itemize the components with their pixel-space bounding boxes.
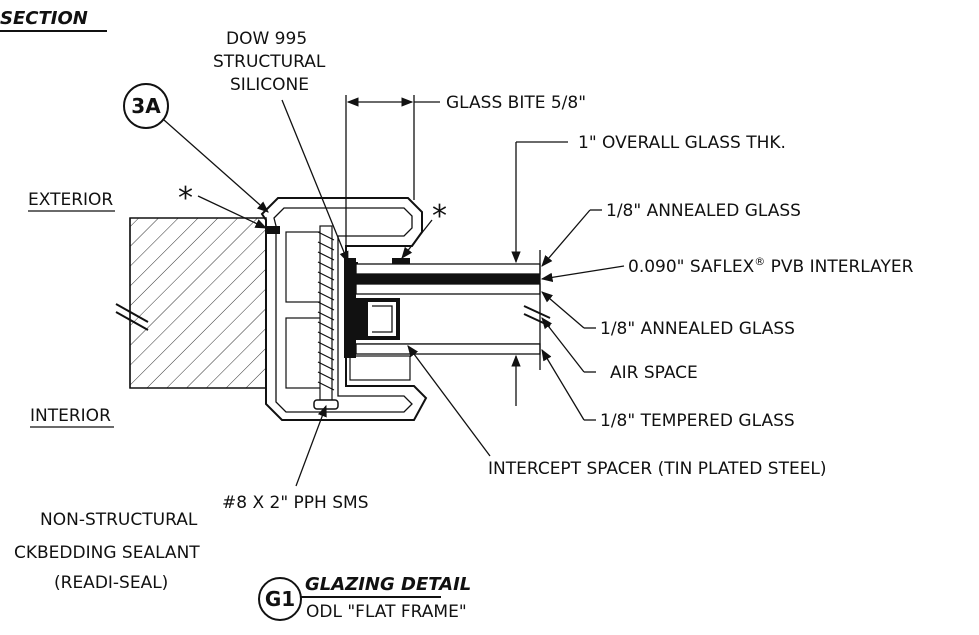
frame-profile-outer (260, 197, 428, 421)
dow-leader (281, 99, 349, 264)
saflex-leader (540, 265, 625, 282)
sealant-label-line2: CKBEDDING SEALANT (14, 543, 200, 563)
asterisk-exterior-leader (197, 195, 268, 229)
gasket-top-exterior (266, 226, 280, 234)
glass-annealed-bottom (355, 283, 541, 295)
break-mark-glass-1 (523, 305, 551, 319)
annealed-bottom-label: 1/8" ANNEALED GLASS (600, 319, 795, 339)
asterisk-glass: * (432, 199, 447, 234)
saflex-label-reg: ® (754, 255, 765, 268)
annealed-top-label: 1/8" ANNEALED GLASS (606, 201, 801, 221)
annealed-top-leader-diag (541, 209, 591, 267)
wood-substrate (129, 217, 267, 389)
sealant-label-line1: NON-STRUCTURAL (40, 510, 198, 530)
title-tag-text: G1 (265, 587, 295, 611)
air-space-label: AIR SPACE (610, 363, 698, 383)
spacer-profile (372, 305, 393, 333)
spacer-label: INTERCEPT SPACER (TIN PLATED STEEL) (488, 459, 827, 479)
frame-profile-inner (273, 207, 413, 413)
interior-label: INTERIOR (30, 406, 111, 426)
saflex-label: 0.090" SAFLEX® PVB INTERLAYER (628, 255, 914, 277)
gasket-top-glass (392, 258, 410, 266)
air-space-leader-diag (541, 317, 585, 373)
exterior-label: EXTERIOR (28, 190, 113, 210)
screw-leader (295, 404, 327, 487)
title-block-title: GLAZING DETAIL (305, 574, 471, 595)
glass-tempered (355, 343, 541, 355)
section-label: SECTION (0, 8, 88, 29)
screw-label: #8 X 2" PPH SMS (222, 493, 369, 513)
overall-thk-label: 1" OVERALL GLASS THK. (578, 133, 786, 153)
break-mark-wood-1 (115, 303, 149, 323)
annealed-bottom-leader-diag (541, 291, 585, 329)
silicone-bead-top (344, 262, 358, 290)
dow-label-line1: DOW 995 (226, 29, 307, 49)
asterisk-glass-leader (401, 219, 433, 259)
tempered-label: 1/8" TEMPERED GLASS (600, 411, 795, 431)
break-mark-wood-2 (115, 311, 149, 331)
sealant-label-line3: (READI-SEAL) (54, 573, 168, 593)
title-tag-circle (258, 577, 302, 621)
dow-label-line3: SILICONE (230, 75, 309, 95)
glass-annealed-top (355, 263, 541, 275)
tempered-leader-diag (541, 348, 585, 421)
asterisk-exterior: * (178, 181, 193, 216)
detail-callout-leader (163, 119, 269, 213)
spacer-leader (407, 345, 491, 457)
saflex-label-rest: PVB INTERLAYER (765, 257, 913, 277)
dow-label-line2: STRUCTURAL (213, 52, 326, 72)
glass-bite-label: GLASS BITE 5/8" (446, 93, 586, 113)
intercept-spacer-channel (368, 302, 396, 336)
pvb-interlayer (356, 274, 540, 284)
detail-callout-circle (123, 83, 169, 129)
saflex-label-main: 0.090" SAFLEX (628, 257, 755, 277)
detail-callout-text: 3A (131, 94, 161, 118)
title-block-subtitle: ODL "FLAT FRAME" (306, 602, 467, 622)
frame-chamber-glass (349, 355, 411, 381)
screw-threads (317, 231, 335, 391)
